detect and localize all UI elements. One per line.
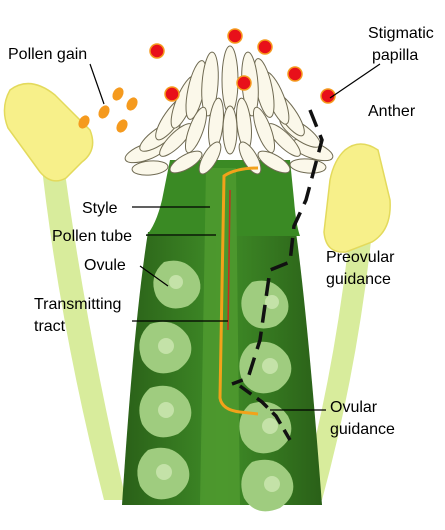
label-pollen-tube: Pollen tube	[52, 228, 132, 245]
pollen-tube-inner	[227, 189, 231, 331]
papilla-pollen-grains	[149, 28, 336, 104]
pollen-tube	[218, 166, 259, 416]
ovular-guidance-line	[238, 384, 292, 441]
label-stigmatic-papilla-1: Stigmatic	[368, 25, 434, 42]
preovular-guidance-line	[231, 109, 324, 386]
right-filament	[300, 210, 374, 500]
right-anther	[323, 143, 391, 253]
label-style: Style	[82, 200, 118, 217]
leader-lines	[89, 63, 381, 411]
label-preovular-guidance-1: Preovular	[326, 249, 395, 266]
pollen-grains	[78, 87, 138, 133]
label-pollen-grain: Pollen gain	[8, 46, 87, 63]
label-stigmatic-papilla-2: papilla	[372, 47, 418, 64]
left-anther	[3, 82, 94, 182]
label-ovule: Ovule	[84, 257, 126, 274]
label-transmitting-tract-2: tract	[34, 318, 66, 335]
stigma-papillae	[124, 45, 334, 176]
label-ovular-guidance-2: guidance	[330, 421, 395, 438]
label-ovular-guidance-1: Ovular	[330, 399, 378, 416]
label-anther: Anther	[368, 103, 416, 120]
label-preovular-guidance-2: guidance	[326, 271, 391, 288]
ovules-left	[137, 260, 201, 500]
label-transmitting-tract-1: Transmitting	[34, 296, 121, 313]
left-filament	[40, 150, 126, 500]
